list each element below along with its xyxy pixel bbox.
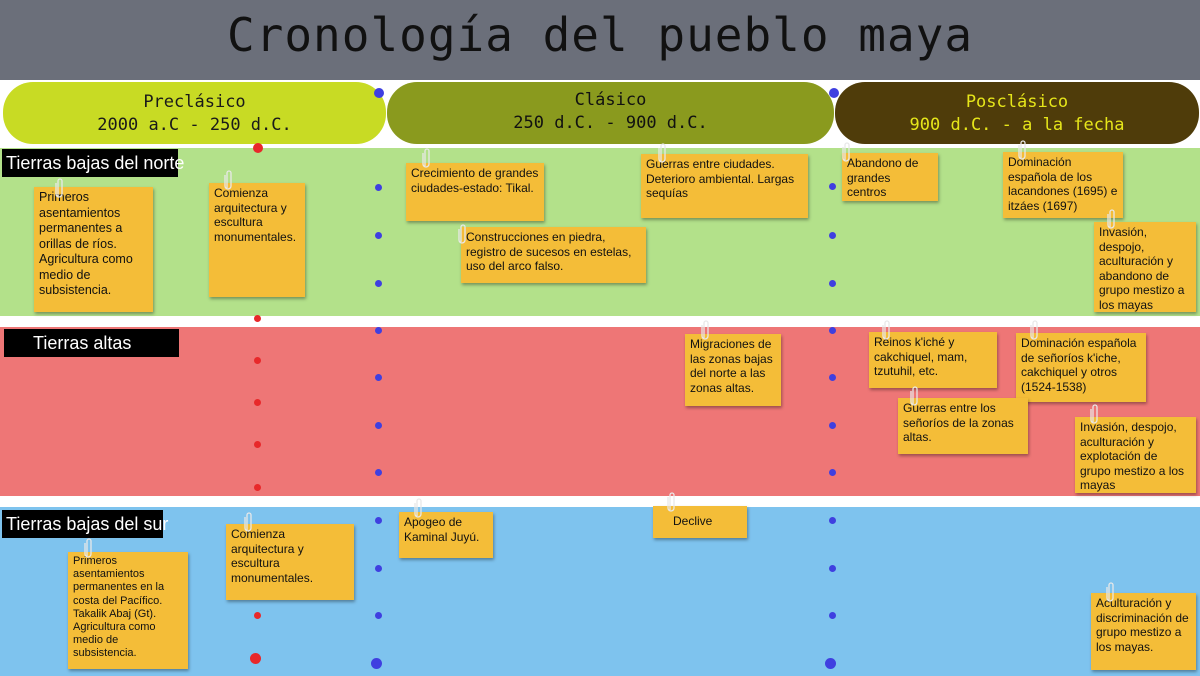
paperclip-icon — [1090, 404, 1098, 424]
note-south-preclasico-2: Comienza arquitectura y escultura monume… — [226, 524, 354, 600]
timeline-dot — [254, 441, 261, 448]
note-south-posclasico-1: Aculturación y discriminación de grupo m… — [1091, 593, 1196, 670]
timeline-dot — [375, 517, 382, 524]
timeline-dot — [829, 183, 836, 190]
note-north-preclasico-1: Primeros asentamientos permanentes a ori… — [34, 187, 153, 312]
timeline-dot — [829, 88, 839, 98]
paperclip-icon — [458, 224, 466, 244]
note-north-posclasico-3: Invasión, despojo, aculturación y abando… — [1094, 222, 1196, 312]
title-bar — [0, 0, 1200, 80]
page-title: Cronología del pueblo maya — [226, 8, 974, 62]
paperclip-icon — [1106, 582, 1114, 602]
paperclip-icon — [658, 143, 666, 163]
timeline-dot — [829, 469, 836, 476]
timeline-dot — [829, 280, 836, 287]
timeline-dot — [825, 658, 836, 669]
timeline-dot — [371, 658, 382, 669]
band-tierras-bajas-sur — [0, 507, 1200, 676]
timeline-dot — [254, 357, 261, 364]
paperclip-icon — [244, 512, 252, 532]
timeline-dot — [375, 184, 382, 191]
paperclip-icon — [1107, 209, 1115, 229]
timeline-dot — [374, 88, 384, 98]
paperclip-icon — [224, 170, 232, 190]
paperclip-icon — [414, 498, 422, 518]
note-south-clasico-2: Declive — [653, 506, 747, 538]
period-range: 2000 a.C - 250 d.C. — [97, 115, 292, 135]
period-posclasico: Posclásico 900 d.C. - a la fecha — [835, 82, 1199, 144]
period-range: 250 d.C. - 900 d.C. — [513, 113, 708, 133]
note-high-posclasico-1: Reinos k'iché y cakchiquel, mam, tzutuhi… — [869, 332, 997, 388]
timeline-dot — [254, 315, 261, 322]
paperclip-icon — [667, 492, 675, 512]
timeline-dot — [254, 484, 261, 491]
timeline-dot — [375, 374, 382, 381]
note-north-posclasico-1: Abandono de grandes centros ceremoniales — [842, 153, 938, 201]
period-preclasico: Preclásico 2000 a.C - 250 d.C. — [3, 82, 386, 144]
note-high-clasico-1: Migraciones de las zonas bajas del norte… — [685, 334, 781, 406]
note-north-preclasico-2: Comienza arquitectura y escultura monume… — [209, 183, 305, 297]
timeline-dot — [254, 399, 261, 406]
period-name: Preclásico — [143, 92, 246, 112]
timeline-dot — [250, 653, 261, 664]
period-range: 900 d.C. - a la fecha — [909, 115, 1125, 135]
note-high-posclasico-4: Invasión, despojo, aculturación y explot… — [1075, 417, 1196, 493]
timeline-dot — [829, 232, 836, 239]
period-clasico: Clásico 250 d.C. - 900 d.C. — [387, 82, 834, 144]
timeline-dot — [375, 612, 382, 619]
timeline-dot — [375, 280, 382, 287]
note-high-posclasico-3: Guerras entre los señoríos de la zonas a… — [898, 398, 1028, 454]
region-label-sur: Tierras bajas del sur — [2, 510, 168, 538]
timeline-dot — [829, 327, 836, 334]
timeline-dot — [375, 232, 382, 239]
paperclip-icon — [422, 148, 430, 168]
timeline-dot — [375, 469, 382, 476]
timeline-dot — [829, 517, 836, 524]
paperclip-icon — [55, 178, 63, 198]
note-north-clasico-1: Crecimiento de grandes ciudades-estado: … — [406, 163, 544, 221]
timeline-dot — [829, 612, 836, 619]
paperclip-icon — [1018, 140, 1026, 160]
paperclip-icon — [842, 142, 850, 162]
paperclip-icon — [1030, 320, 1038, 340]
timeline-dot — [829, 422, 836, 429]
timeline-dot — [829, 374, 836, 381]
note-north-clasico-3: Guerras entre ciudades. Deterioro ambien… — [641, 154, 808, 218]
timeline-dot — [375, 422, 382, 429]
period-name: Clásico — [574, 90, 647, 110]
paperclip-icon — [910, 386, 918, 406]
paperclip-icon — [84, 538, 92, 558]
region-label-altas: Tierras altas — [4, 329, 179, 357]
timeline-dot — [829, 565, 836, 572]
timeline-dot — [253, 143, 263, 153]
note-north-clasico-2: Construcciones en piedra, registro de su… — [461, 227, 646, 283]
note-high-posclasico-2: Dominación española de señoríos k'iche, … — [1016, 333, 1146, 402]
region-label-norte: Tierras bajas del norte — [2, 149, 184, 177]
note-south-preclasico-1: Primeros asentamientos permanentes en la… — [68, 552, 188, 669]
paperclip-icon — [701, 320, 709, 340]
timeline-dot — [254, 612, 261, 619]
paperclip-icon — [882, 320, 890, 340]
timeline-dot — [375, 327, 382, 334]
note-north-posclasico-2: Dominación española de los lacandones (1… — [1003, 152, 1123, 218]
period-name: Posclásico — [965, 92, 1069, 112]
timeline-dot — [375, 565, 382, 572]
note-south-clasico-1: Apogeo de Kaminal Juyú. — [399, 512, 493, 558]
